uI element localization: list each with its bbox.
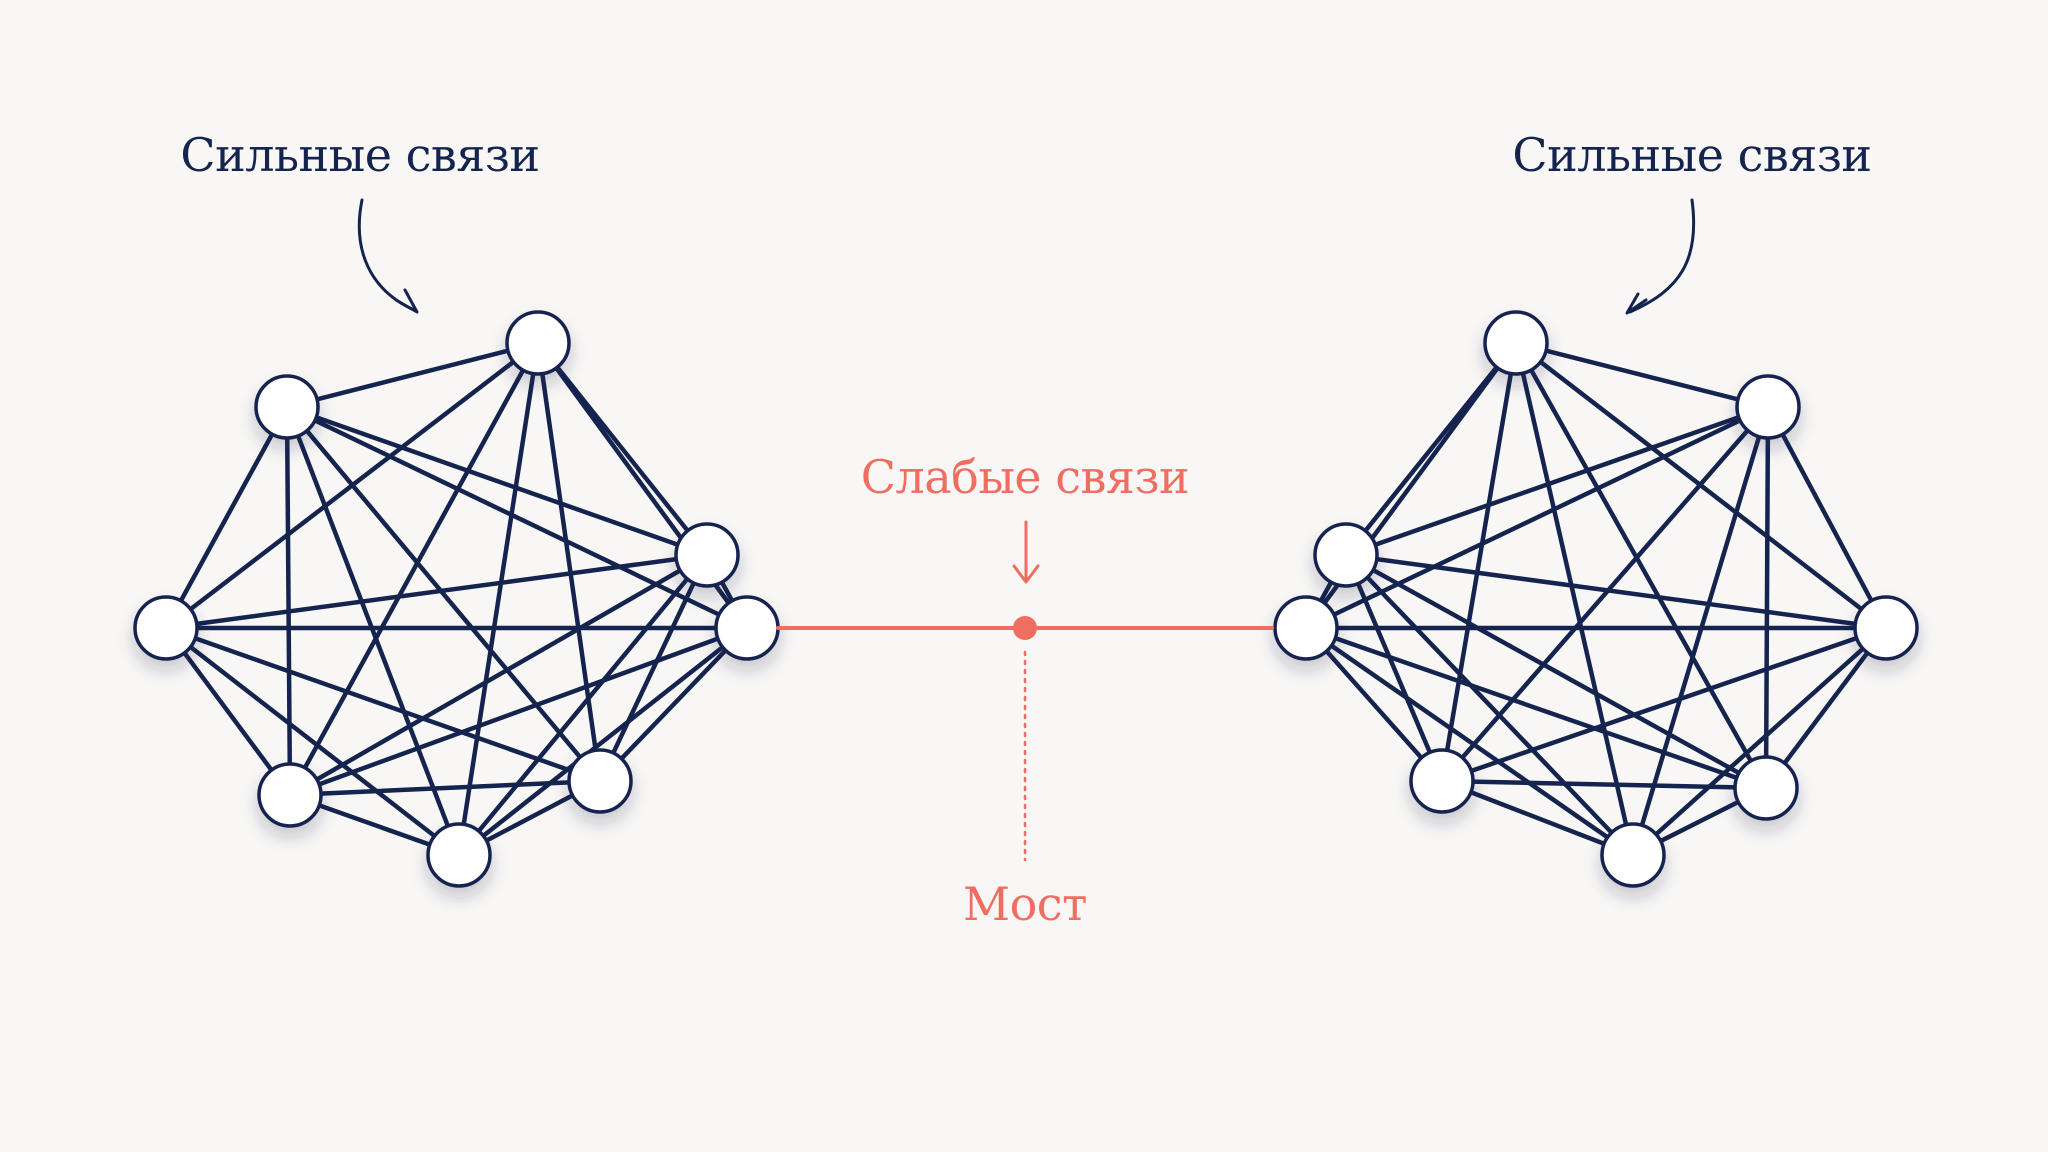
left-cluster-edge <box>456 552 710 858</box>
left-cluster-edge <box>535 340 603 784</box>
weak-ties-arrow-icon <box>1012 520 1040 584</box>
left-cluster-edge <box>284 404 750 631</box>
right-cluster-edge <box>1763 625 1889 791</box>
left-cluster-edge <box>597 552 710 784</box>
right-cluster-edge <box>1763 404 1771 791</box>
right-cluster-edge <box>1303 625 1636 858</box>
right-cluster-edge <box>1630 625 1889 858</box>
strong-ties-arrow-right-icon <box>1625 198 1696 315</box>
right-cluster <box>1273 310 1919 888</box>
right-cluster-edge <box>1343 552 1445 784</box>
left-cluster-node <box>257 762 323 828</box>
left-cluster-edges <box>163 340 750 858</box>
left-cluster-edge <box>287 552 710 798</box>
right-cluster-node <box>1273 595 1339 661</box>
right-cluster-node <box>1600 822 1666 888</box>
weak-ties-label: Слабые связи <box>861 450 1189 504</box>
right-cluster-edge <box>1343 552 1636 858</box>
left-cluster-node <box>254 374 320 440</box>
right-cluster-node <box>1853 595 1919 661</box>
left-cluster-edge <box>287 340 541 798</box>
right-cluster-edge <box>1439 340 1519 784</box>
right-cluster-node <box>1735 374 1801 440</box>
left-cluster-node <box>714 595 780 661</box>
right-cluster-edge <box>1439 778 1769 791</box>
left-cluster-node <box>133 595 199 661</box>
left-cluster-node <box>426 822 492 888</box>
left-cluster-edge <box>163 404 290 631</box>
left-cluster-edge <box>284 404 293 798</box>
right-cluster-node <box>1483 310 1549 376</box>
left-cluster <box>133 310 780 888</box>
left-cluster-node <box>674 522 740 588</box>
right-cluster-node <box>1313 522 1379 588</box>
left-cluster-edge <box>163 625 293 798</box>
bridge-group <box>776 616 1274 862</box>
left-cluster-node <box>505 310 571 376</box>
left-cluster-edge <box>456 625 750 858</box>
left-cluster-edge <box>287 778 603 798</box>
left-cluster-nodes <box>133 310 780 888</box>
right-cluster-edge <box>1513 340 1771 410</box>
right-cluster-edges <box>1303 340 1889 858</box>
right-cluster-edge <box>1513 340 1769 791</box>
right-cluster-edge <box>1343 552 1769 791</box>
strong-ties-label-right: Сильные связи <box>1512 128 1871 182</box>
left-cluster-edge <box>163 625 603 784</box>
right-cluster-edge <box>1303 625 1769 791</box>
right-cluster-edge <box>1765 404 1889 631</box>
left-cluster-edge <box>284 340 541 410</box>
left-cluster-edge <box>287 625 750 798</box>
left-cluster-node <box>567 748 633 814</box>
right-cluster-edge <box>1630 404 1771 858</box>
left-cluster-edge <box>284 404 462 858</box>
left-cluster-edge <box>163 625 462 858</box>
left-cluster-edge <box>597 625 750 784</box>
right-cluster-nodes <box>1273 310 1919 888</box>
left-cluster-edge <box>284 404 710 558</box>
right-cluster-edge <box>1439 778 1636 858</box>
right-cluster-edge <box>1343 552 1889 631</box>
strong-ties-arrow-left-icon <box>357 198 419 314</box>
bridge-label: Мост <box>963 877 1087 931</box>
right-cluster-edge <box>1303 625 1445 784</box>
right-cluster-edge <box>1343 404 1771 558</box>
right-cluster-edge <box>1513 340 1636 858</box>
left-cluster-edge <box>163 552 710 631</box>
left-cluster-edge <box>456 340 541 858</box>
left-cluster-edge <box>284 404 603 784</box>
right-cluster-node <box>1733 755 1799 821</box>
right-cluster-edge <box>1439 404 1771 784</box>
bridge-point <box>1013 616 1037 640</box>
strong-ties-label-left: Сильные связи <box>180 128 539 182</box>
right-cluster-node <box>1409 748 1475 814</box>
right-cluster-edge <box>1439 625 1889 784</box>
